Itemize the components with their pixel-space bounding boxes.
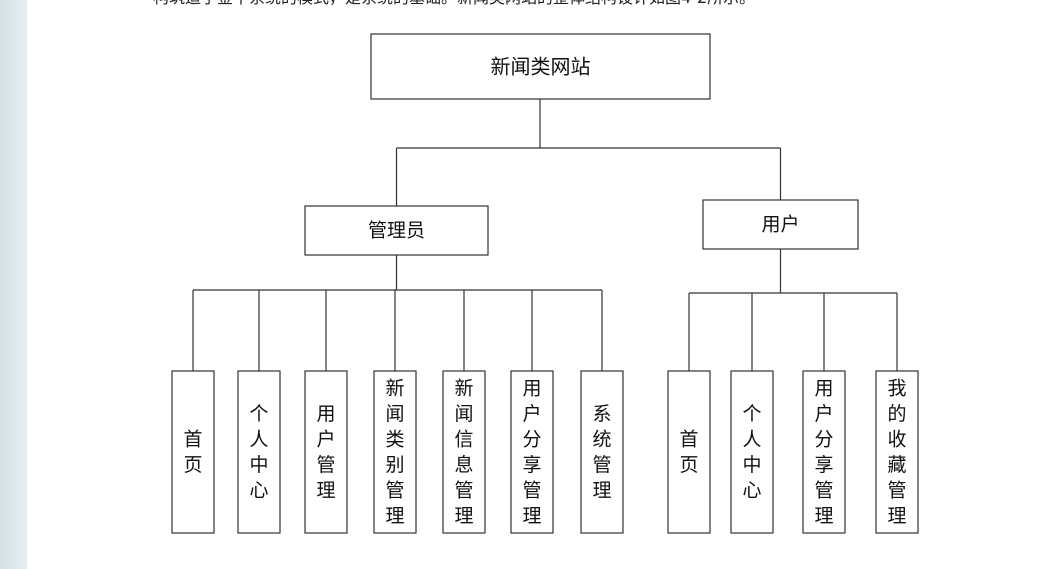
group-1-box — [702, 199, 859, 250]
root-node-label: 新闻类网站 — [491, 55, 591, 79]
connector-lines — [192, 99, 898, 371]
root-node-box — [370, 33, 711, 100]
group-1-label: 用户 — [761, 214, 799, 236]
group-0-child-4-label: 新闻信息管理 — [454, 377, 473, 527]
group-0-child-2-box — [304, 370, 348, 534]
group-1-child-2-box — [802, 370, 846, 534]
group-1-child-3-label: 我的收藏管理 — [887, 377, 906, 527]
group-0-child-2-label: 用户管理 — [316, 403, 335, 502]
group-0-child-1-label: 个人中心 — [249, 403, 268, 502]
group-1-child-1-box — [730, 370, 774, 534]
group-0-child-0-box — [171, 370, 215, 534]
group-0-box — [304, 205, 489, 256]
group-0-child-3-box — [373, 370, 417, 534]
group-1-child-2-label: 用户分享管理 — [814, 377, 833, 527]
group-0-child-5-box — [510, 370, 554, 534]
group-0-child-5-label: 用户分享管理 — [522, 377, 541, 527]
group-1-child-3-box — [875, 370, 919, 534]
caption-text: 构筑造于金平系统的模式，是系统的基础。新闻类网站的整体结构设计如图4-2所示。 — [153, 0, 1053, 8]
left-rail — [0, 0, 27, 569]
group-0-child-1-box — [237, 370, 281, 534]
group-0-label: 管理员 — [368, 220, 425, 242]
group-1-child-0-label: 首页 — [679, 428, 698, 476]
group-0-child-3-label: 新闻类别管理 — [385, 377, 404, 527]
group-1-child-0-box — [667, 370, 711, 534]
group-0-child-4-box — [442, 370, 486, 534]
group-0-child-0-label: 首页 — [183, 428, 202, 476]
group-0-child-6-label: 系统管理 — [592, 403, 611, 502]
group-0-child-6-box — [580, 370, 624, 534]
group-1-child-1-label: 个人中心 — [742, 403, 761, 502]
